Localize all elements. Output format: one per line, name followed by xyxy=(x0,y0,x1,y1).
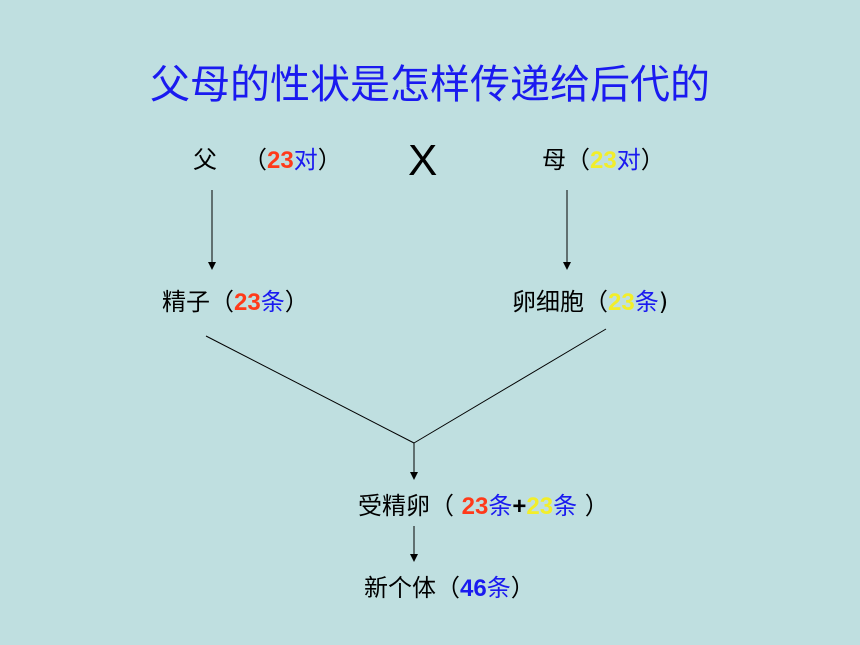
zygote-mother-count: 23 xyxy=(526,493,554,520)
zygote-open-paren: （ xyxy=(430,492,462,520)
egg-label: 卵细胞（23条) xyxy=(512,282,668,317)
egg-merge-line xyxy=(413,328,607,444)
individual-chromosome-count: 46 xyxy=(460,575,487,602)
individual-unit: 条 xyxy=(486,574,511,602)
zygote-label: 受精卵（ 23条+23条 ） xyxy=(358,486,609,521)
zygote-close-paren: ） xyxy=(577,492,609,520)
individual-open-paren: （ xyxy=(436,574,460,602)
zygote-name: 受精卵 xyxy=(358,492,430,520)
mother-name: 母 xyxy=(542,146,566,174)
mother-chromosome-count: 23 xyxy=(590,147,617,174)
father-open-paren: （ xyxy=(243,146,267,174)
father-name: 父 xyxy=(193,146,217,174)
sperm-unit: 条 xyxy=(260,288,285,316)
father-close-paren: ） xyxy=(317,146,342,174)
sperm-chromosome-count: 23 xyxy=(234,289,261,316)
egg-close-paren: ) xyxy=(658,288,669,316)
zygote-unit-2: 条 xyxy=(553,492,578,520)
mother-close-paren: ） xyxy=(640,146,665,174)
sperm-close-paren: ） xyxy=(284,288,309,316)
zygote-plus: + xyxy=(512,493,527,520)
mother-label: 母（23对） xyxy=(542,140,665,175)
sperm-open-paren: （ xyxy=(210,288,234,316)
zygote-father-count: 23 xyxy=(461,493,489,520)
egg-unit: 条 xyxy=(634,288,659,316)
mother-open-paren: （ xyxy=(566,146,590,174)
father-label: 父 （23对） xyxy=(193,140,342,175)
mother-unit: 对 xyxy=(616,146,641,174)
individual-close-paren: ） xyxy=(510,574,535,602)
egg-chromosome-count: 23 xyxy=(608,289,635,316)
zygote-unit-1: 条 xyxy=(488,492,513,520)
sperm-name: 精子 xyxy=(162,288,210,316)
egg-open-paren: （ xyxy=(584,288,608,316)
father-unit: 对 xyxy=(293,146,318,174)
individual-name: 新个体 xyxy=(364,574,436,602)
cross-symbol: X xyxy=(408,136,438,185)
egg-name: 卵细胞 xyxy=(512,288,584,316)
father-chromosome-count: 23 xyxy=(267,147,294,174)
page-title: 父母的性状是怎样传递给后代的 xyxy=(150,62,710,108)
sperm-label: 精子（23条） xyxy=(162,282,309,317)
individual-label: 新个体（46条） xyxy=(364,568,535,603)
sperm-merge-line xyxy=(205,335,415,444)
